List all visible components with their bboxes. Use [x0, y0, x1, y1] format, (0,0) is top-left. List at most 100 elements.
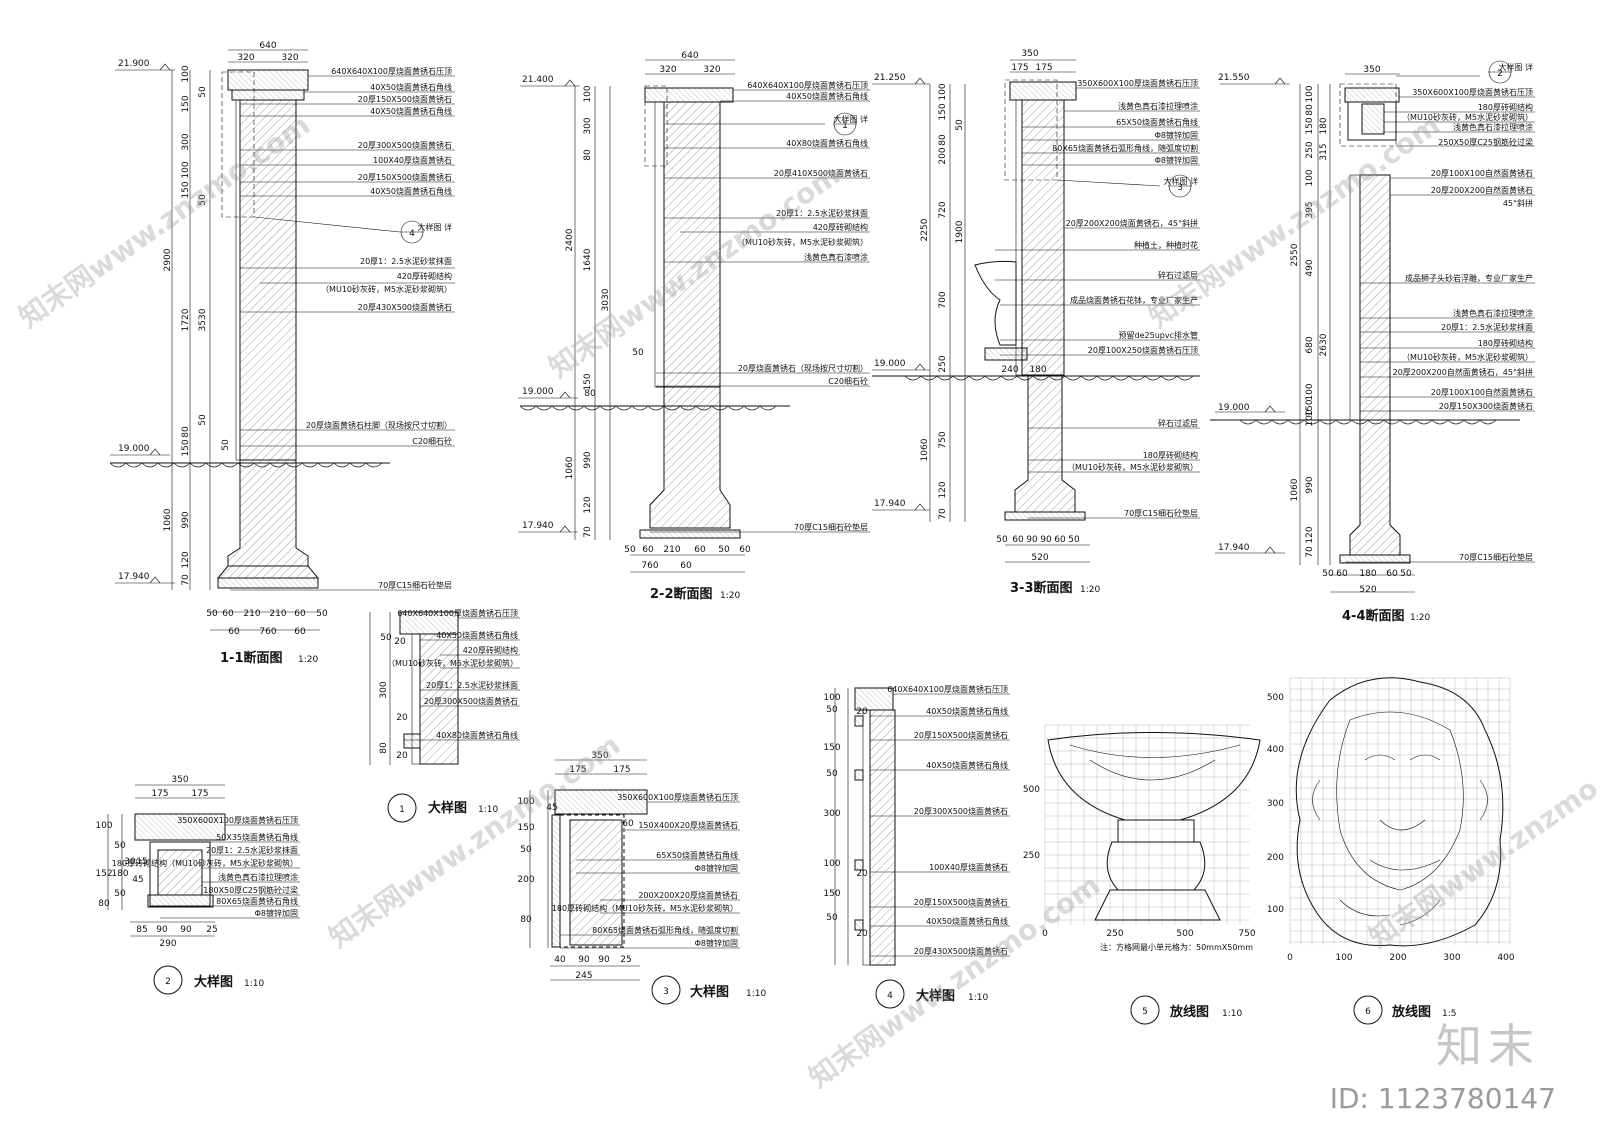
d1-note: 640X640X100厚烧面黄锈石压顶 — [397, 608, 518, 618]
s1v-dim: 300 — [181, 133, 191, 150]
s3v-dim: 180 — [1029, 365, 1046, 375]
d6-x-tick: 0 — [1287, 953, 1293, 963]
s3-dim: 350 — [1021, 49, 1038, 59]
d3-dim: 175 — [613, 765, 630, 775]
s1v-dim: 80 — [181, 426, 191, 438]
section-scale: 1:20 — [720, 591, 740, 601]
s2v-dim: 300 — [583, 117, 593, 134]
detail-number: 4 — [887, 991, 893, 1001]
s4v-dim: 80 — [1305, 104, 1315, 116]
s2v-dim: 150 — [583, 373, 593, 390]
s4-note: 250X50厚C25钢筋砼过梁 — [1438, 137, 1533, 147]
d1-note: 420厚砖砌结构 — [463, 645, 518, 655]
s1b-dim: 210 — [269, 609, 286, 619]
d6-y-tick: 500 — [1267, 693, 1284, 703]
s4v-dim: 1060 — [1290, 478, 1300, 501]
s1-note: 640X640X100厚烧面黄锈石压顶 — [331, 66, 452, 76]
s3-note: （MU10砂灰砖，M5水泥砂浆砌筑） — [1067, 462, 1198, 472]
section-2-2 — [518, 59, 870, 573]
s3-note: 350X600X100厚烧面黄锈石压顶 — [1077, 78, 1198, 88]
level-label: 19.000 — [1218, 403, 1250, 413]
section-4-4 — [1210, 60, 1535, 593]
detail-2 — [107, 784, 300, 995]
s2v-dim: 50 — [632, 348, 644, 358]
d3-note: Φ8镀锌加固 — [695, 938, 738, 948]
s1v-dim: 2900 — [163, 248, 173, 271]
d5-x-tick: 0 — [1042, 929, 1048, 939]
s2v-dim: 120 — [583, 496, 593, 513]
s2-note: 420厚砖砌结构 — [813, 222, 868, 232]
s2-note: （MU10砂灰砖，M5水泥砂浆砌筑） — [737, 237, 868, 247]
level-label: 17.940 — [118, 572, 150, 582]
d6-x-tick: 100 — [1335, 953, 1352, 963]
d6-x-tick: 200 — [1389, 953, 1406, 963]
d3-dim: 100 — [517, 797, 534, 807]
s2b-dim: 210 — [663, 545, 680, 555]
d3-note: Φ8镀锌加固 — [695, 863, 738, 873]
s2v-dim: 100 — [583, 85, 593, 102]
d1-note: 40X80烧面黄锈石角线 — [436, 730, 518, 740]
s3-note: 20厚200X200烧面黄锈石，45°斜拼 — [1066, 218, 1198, 228]
detail-title: 大样图 — [194, 974, 233, 990]
s2-note: 浅黄色真石漆喷涂 — [804, 252, 868, 262]
s1v-dim: 50 — [221, 439, 231, 451]
s3v-dim: 70 — [938, 508, 948, 520]
s4v-dim: 2550 — [1290, 243, 1300, 266]
s2b-dim: 60 — [694, 545, 706, 555]
s2-note: C20细石砼 — [828, 376, 868, 386]
s1v-dim: 1060 — [163, 508, 173, 531]
level-label: 19.000 — [522, 387, 554, 397]
detail-3 — [529, 759, 740, 1005]
d4-note: 40X50烧面黄锈石角线 — [926, 916, 1008, 926]
d3-dim: 60 — [622, 819, 634, 829]
d3-dim: 175 — [569, 765, 586, 775]
d2-dim: 85 — [136, 925, 147, 935]
s3-note: 180厚砖砌结构 — [1143, 450, 1198, 460]
d3-dim: 90 — [578, 955, 590, 965]
ref-number: 3 — [1177, 183, 1183, 193]
s1-note: 20厚烧面黄锈石柱脚（现场按尺寸切割） — [306, 420, 452, 430]
s4-note: 浅黄色真石漆拉理喷涂 — [1453, 122, 1533, 132]
s4v-dim: 100 — [1305, 383, 1315, 400]
s1b-dim: 50 — [206, 609, 218, 619]
s4v-dim: 100 — [1305, 409, 1315, 426]
s1-note: 70厚C15细石砼垫层 — [378, 580, 452, 590]
s4-note: 180厚砖砌结构 — [1478, 338, 1533, 348]
d2-note: 180X50厚C25钢筋砼过梁 — [203, 885, 298, 895]
level-label: 17.940 — [522, 521, 554, 531]
s1-dim: 640 — [259, 41, 276, 51]
d1-dim: 50 — [380, 633, 392, 643]
d1-dim: 80 — [379, 742, 389, 754]
s3-note: 碎石过滤层 — [1158, 270, 1198, 280]
level-label: 21.900 — [118, 59, 150, 69]
detail-scale: 1:10 — [478, 805, 498, 815]
s3v-dim: 750 — [938, 431, 948, 448]
d3-note: 80X65烧面黄锈石弧形角线，随弧度切割 — [592, 925, 738, 935]
s3-note: 大样图 详 — [1163, 176, 1198, 186]
s1-dim: 320 — [281, 53, 298, 63]
s2-note: 70厚C15细石砼垫层 — [794, 522, 868, 532]
detail-scale: 1:10 — [244, 979, 264, 989]
s1b-dim: 60 — [294, 609, 306, 619]
detail-scale: 1:10 — [746, 989, 766, 999]
s3v-dim: 250 — [938, 355, 948, 372]
s4-dim: 350 — [1363, 65, 1380, 75]
detail-scale: 1:5 — [1442, 1009, 1456, 1019]
s1-note: 大样图 详 — [417, 222, 452, 232]
s2-dim: 640 — [681, 51, 698, 61]
d3-dim: 50 — [520, 845, 532, 855]
detail-6-relief — [1295, 677, 1504, 1025]
s1-note: 40X50烧面黄锈石角线 — [370, 106, 452, 116]
s1v-dim: 150 — [181, 439, 191, 456]
d2-dim: 50 — [114, 841, 126, 851]
s2b-dim: 60 — [680, 561, 692, 571]
d6-y-tick: 300 — [1267, 799, 1284, 809]
s1b-dim: 760 — [259, 627, 276, 637]
d3-dim: 25 — [620, 955, 631, 965]
s4b-dim: 50 — [1322, 569, 1334, 579]
s4-note: （MU10砂灰砖，M5水泥砂浆砌筑） — [1402, 352, 1533, 362]
d3-note: 180厚砖砌结构（MU10砂灰砖，M5水泥砂浆砌筑） — [552, 903, 738, 913]
d3-note: 65X50烧面黄锈石角线 — [656, 850, 738, 860]
d1-note: 20厚300X500烧面黄锈石 — [424, 696, 518, 706]
